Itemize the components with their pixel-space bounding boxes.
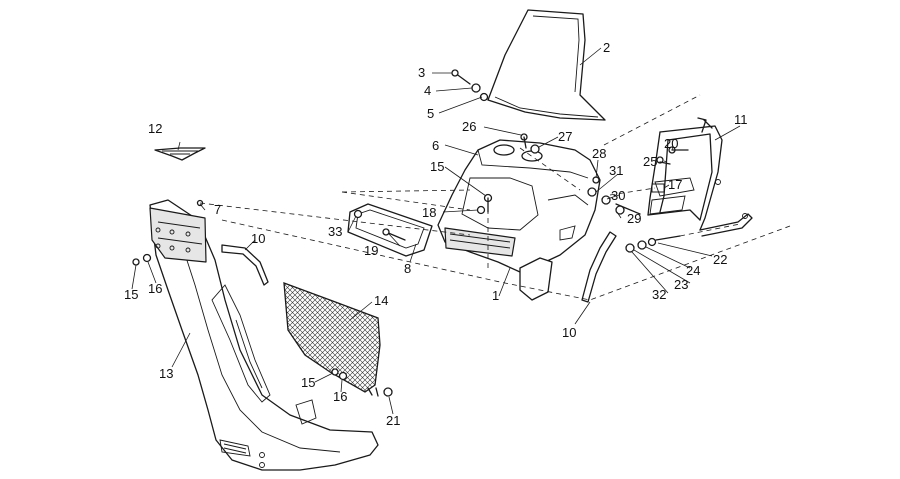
callout-15-left: 15	[124, 287, 138, 302]
callout-29: 29	[627, 211, 641, 226]
callout-2: 2	[603, 40, 610, 55]
callout-33: 33	[328, 224, 342, 239]
callout-12: 12	[148, 121, 162, 136]
callout-19: 19	[364, 243, 378, 258]
windscreen	[487, 9, 606, 121]
trim-strip-right	[581, 231, 617, 303]
callout-15-upper: 15	[430, 159, 444, 174]
upper-fairing	[437, 139, 601, 301]
callout-22: 22	[713, 252, 727, 267]
callout-1: 1	[492, 288, 499, 303]
hardware-fasteners	[132, 69, 689, 397]
callout-17: 17	[668, 177, 682, 192]
assembly-lines	[199, 94, 791, 301]
callout-20: 20	[664, 136, 678, 151]
callout-4: 4	[424, 83, 431, 98]
callout-27: 27	[558, 129, 572, 144]
callout-13: 13	[159, 366, 173, 381]
callout-24: 24	[686, 263, 700, 278]
logo-emblem	[154, 147, 206, 161]
callout-8: 8	[404, 261, 411, 276]
side-fairing-panel	[149, 199, 379, 471]
mounting-frame	[647, 117, 753, 237]
callout-7: 7	[214, 202, 221, 217]
callout-11: 11	[734, 112, 748, 127]
trim-strip-left	[221, 244, 269, 286]
callout-28: 28	[592, 146, 606, 161]
callout-25: 25	[643, 154, 657, 169]
callout-16-left: 16	[148, 281, 162, 296]
callout-21: 21	[386, 413, 400, 428]
callout-30: 30	[611, 188, 625, 203]
callout-5: 5	[427, 106, 434, 121]
callout-10-right: 10	[562, 325, 576, 340]
callout-3: 3	[418, 65, 425, 80]
callout-10-left: 10	[251, 231, 265, 246]
leader-lines	[131, 47, 741, 415]
callout-6: 6	[432, 138, 439, 153]
callout-15-lower: 15	[301, 375, 315, 390]
callout-32: 32	[652, 287, 666, 302]
callout-23: 23	[674, 277, 688, 292]
callout-31: 31	[609, 163, 623, 178]
callout-18: 18	[422, 205, 436, 220]
callout-labels: 2 3 4 5 26 27 6 15 12 7 10 33 18 19 8 28…	[124, 40, 748, 428]
radiator-grille	[283, 282, 381, 393]
callout-16-lower: 16	[333, 389, 347, 404]
callout-14: 14	[374, 293, 388, 308]
callout-26: 26	[462, 119, 476, 134]
